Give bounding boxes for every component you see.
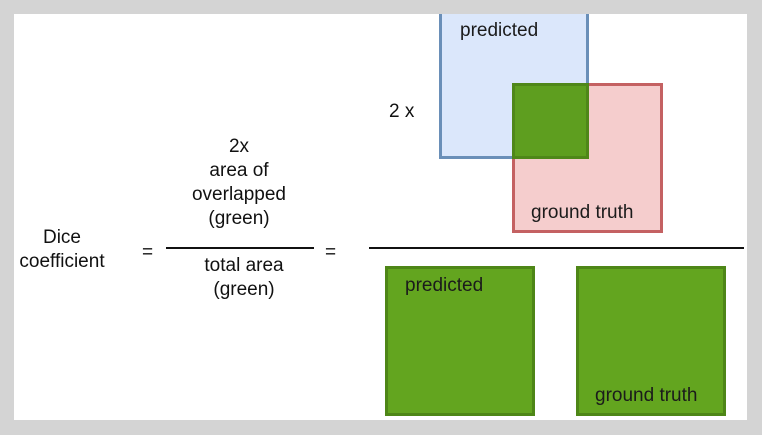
denominator-ground-truth-label: ground truth xyxy=(595,385,698,406)
denominator-predicted-label: predicted xyxy=(405,275,484,296)
multiplier-label: 2 x xyxy=(389,101,415,122)
dice-label: Dice coefficient xyxy=(14,226,110,274)
dice-label-line2: coefficient xyxy=(19,251,105,272)
predicted-box-label: predicted xyxy=(460,20,539,41)
numerator-line: (green) xyxy=(208,208,270,229)
numerator-line: area of xyxy=(209,160,269,181)
main-fraction-bar xyxy=(369,247,744,249)
equals-sign-2: = xyxy=(325,242,337,263)
denominator-ground-truth-box xyxy=(576,266,726,416)
denominator-predicted-box xyxy=(385,266,535,416)
dice-label-line1: Dice xyxy=(42,227,81,248)
dice-diagram: Dice coefficient = 2x area of overlapped… xyxy=(14,14,747,420)
overlap-region xyxy=(512,83,589,159)
text-fraction-numerator: 2x area of overlapped (green) xyxy=(164,135,314,231)
equals-sign-1: = xyxy=(142,242,154,263)
denominator-line: (green) xyxy=(213,279,275,300)
denominator-line: total area xyxy=(204,255,284,276)
text-fraction-denominator: total area (green) xyxy=(164,254,324,302)
text-fraction-bar xyxy=(166,247,314,249)
numerator-line: overlapped xyxy=(191,184,287,205)
ground-truth-box-label: ground truth xyxy=(531,202,634,223)
numerator-line: 2x xyxy=(228,136,250,157)
